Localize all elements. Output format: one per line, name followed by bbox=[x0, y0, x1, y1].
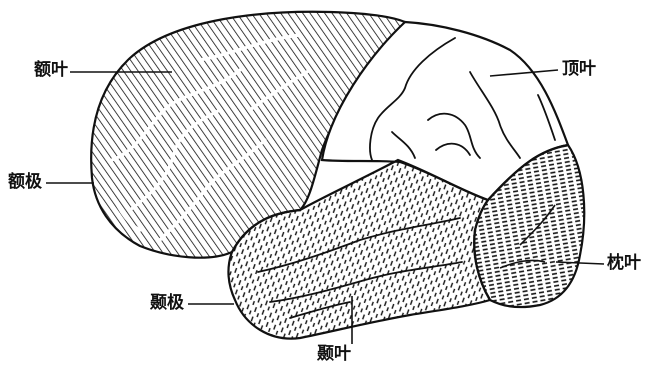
label-temporal-lobe: 颞叶 bbox=[317, 346, 351, 363]
label-frontal-pole: 额极 bbox=[8, 174, 42, 191]
label-parietal-lobe: 顶叶 bbox=[562, 61, 596, 78]
label-temporal-pole: 颞极 bbox=[150, 295, 184, 312]
label-occipital-lobe: 枕叶 bbox=[607, 255, 641, 272]
label-frontal-lobe: 额叶 bbox=[34, 62, 68, 79]
